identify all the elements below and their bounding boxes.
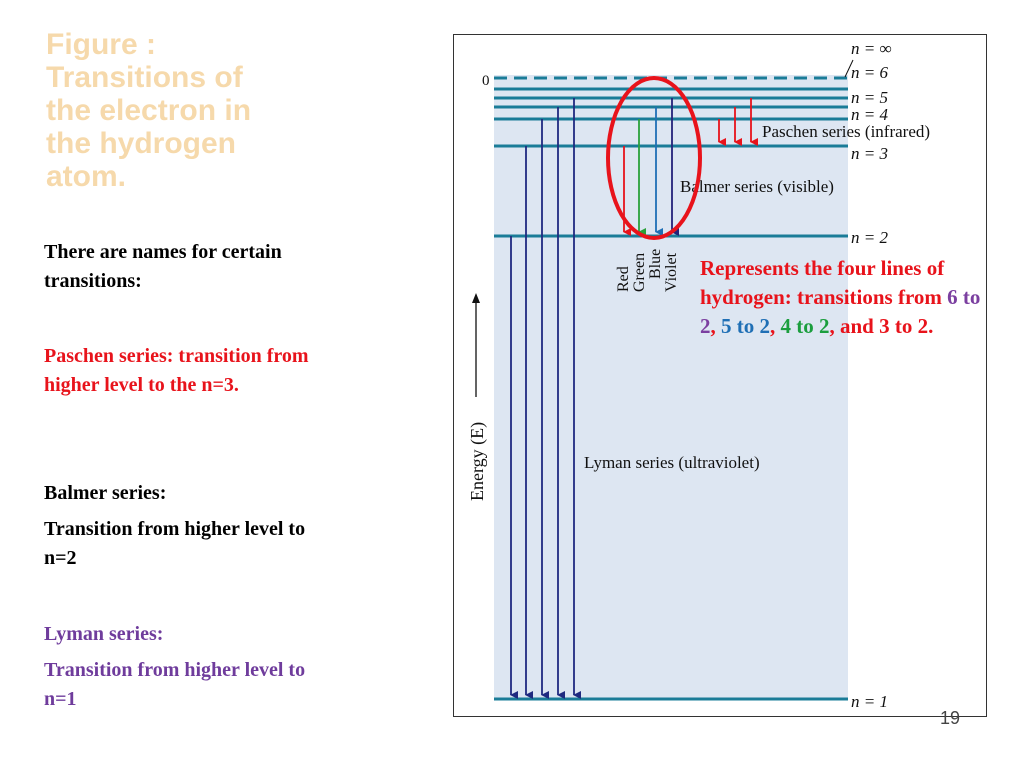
energy-level-svg: 0 n = ∞ n = 6 n = 5 n = 4 n = 3 n = 2 n … — [467, 39, 930, 711]
energy-axis-arrowhead — [472, 293, 480, 303]
energy-axis-label: Energy (E) — [467, 422, 488, 501]
balmer-heading: Balmer series: — [44, 482, 167, 504]
balmer-series-label: Balmer series (visible) — [680, 177, 834, 196]
callout-6-to-2: to 2 — [700, 285, 981, 338]
page-number: 19 — [940, 708, 961, 728]
lyman-description: Transition from higher level to n=1 — [44, 659, 306, 710]
paschen-series-label: Paschen series (infrared) — [762, 122, 930, 141]
callout-sep-1: , — [710, 314, 721, 338]
lyman-heading: Lyman series: — [44, 623, 164, 645]
visible-line-label-blue: Blue — [647, 249, 664, 279]
visible-line-label-green: Green — [631, 253, 648, 292]
diagram-background — [494, 75, 848, 700]
label-n6: n = 6 — [851, 63, 888, 82]
slide-title: Figure : Transitions of the electron in … — [46, 28, 252, 193]
paschen-description: Paschen series: transition from higher l… — [44, 345, 309, 396]
callout-sep-2: , — [770, 314, 781, 338]
label-n4: n = 4 — [851, 105, 888, 124]
label-n5: n = 5 — [851, 88, 888, 107]
callout-3-to-2: , and 3 to 2. — [829, 314, 934, 338]
lyman-series-label: Lyman series (ultraviolet) — [584, 453, 760, 472]
label-n2: n = 2 — [851, 228, 888, 247]
visible-line-label-red: Red — [615, 266, 632, 292]
label-n-infinity: n = ∞ — [851, 39, 892, 58]
intro-text: There are names for certain transitions: — [44, 241, 282, 292]
callout-5-to-2: 5 to 2 — [721, 314, 770, 338]
energy-level-diagram: 0 n = ∞ n = 6 n = 5 n = 4 n = 3 n = 2 n … — [453, 34, 987, 717]
visible-lines-highlight-ellipse — [606, 76, 702, 240]
callout-6-from: 6 — [947, 285, 958, 309]
callout-4-to-2: 4 to 2 — [780, 314, 830, 338]
label-leader-line — [844, 59, 854, 78]
callout-text: Represents the four lines of hydrogen: t… — [700, 256, 948, 309]
label-n3: n = 3 — [851, 144, 888, 163]
zero-energy-label: 0 — [482, 73, 490, 89]
balmer-description: Transition from higher level to n=2 — [44, 518, 306, 569]
label-n1: n = 1 — [851, 692, 888, 711]
four-lines-callout: Represents the four lines of hydrogen: t… — [700, 254, 1000, 341]
visible-line-label-violet: Violet — [663, 252, 680, 292]
